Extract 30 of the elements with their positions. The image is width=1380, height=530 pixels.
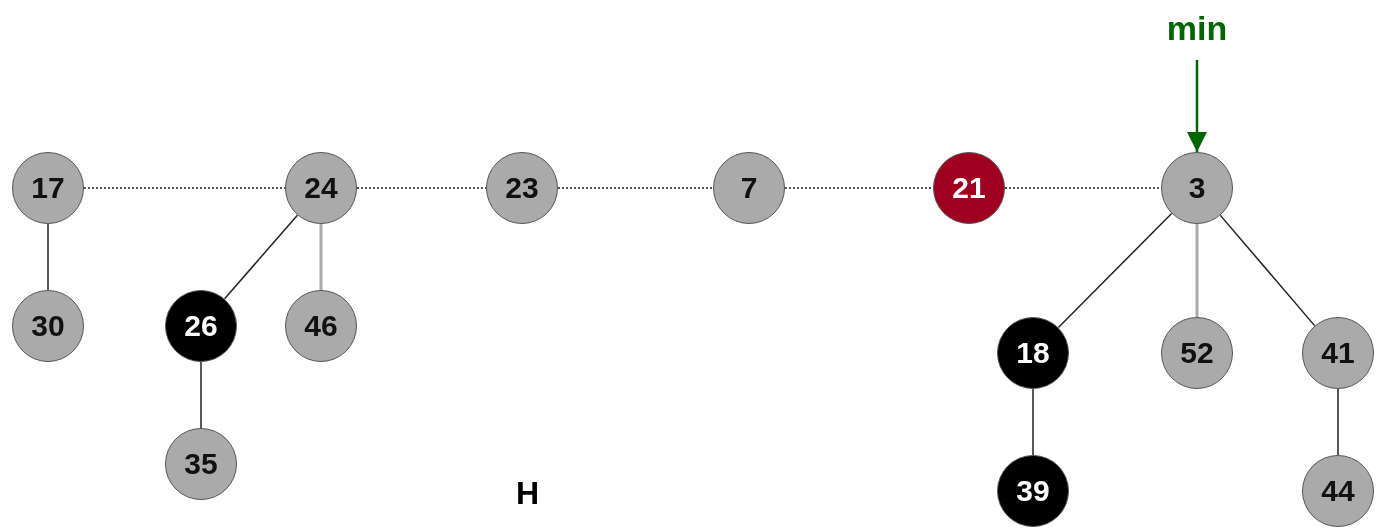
tree-edge-line [1057,212,1173,329]
heap-name-label: H [516,475,540,512]
tree-edge-line [319,224,323,290]
tree-edge-line [1195,224,1199,317]
node-key: 52 [1180,336,1214,370]
dotted-root-list-line [784,187,934,189]
dotted-root-list-line [557,187,714,189]
tree-edge-line [1219,214,1316,327]
node-key: 23 [505,171,539,205]
tree-edge-line [1337,388,1339,456]
node-key: 30 [31,309,65,343]
node-key: 18 [1016,336,1050,370]
node-key: 17 [31,171,65,205]
node-key: 3 [1188,171,1206,205]
dotted-root-list-line [1004,187,1162,189]
min-pointer-label: min [1157,8,1237,48]
pointer-arrow [1187,60,1207,152]
node-key: 24 [304,171,338,205]
node-key: 39 [1016,474,1050,508]
node-key: 21 [952,171,986,205]
node-key: 41 [1321,336,1355,370]
node-key: 44 [1321,474,1355,508]
tree-edge-line [47,223,49,291]
node-key: 7 [740,171,758,205]
node-key: 26 [184,309,218,343]
node-key: 46 [304,309,338,343]
tree-edge-line [200,361,202,429]
node-key: 35 [184,447,218,481]
tree-edge-line [223,214,299,300]
tree-edge-line [1032,388,1034,456]
